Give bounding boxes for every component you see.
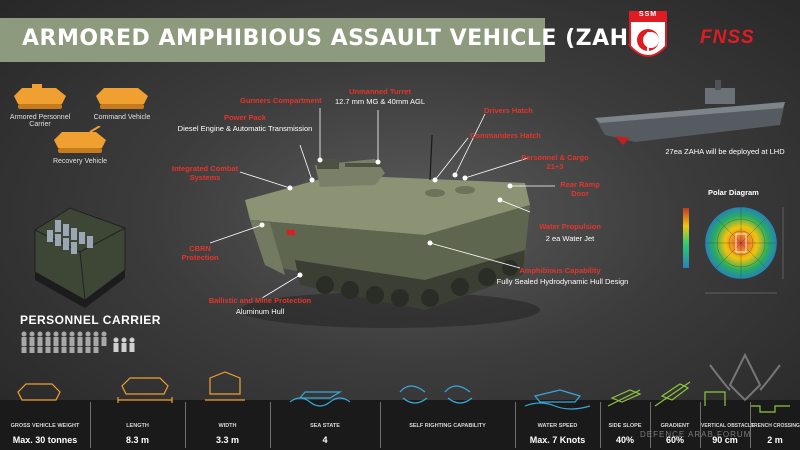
spec-value-side-slope: 40% <box>615 435 634 445</box>
command-variant-icon <box>96 88 148 109</box>
callout-drivers-hatch: Drivers Hatch <box>484 106 533 115</box>
spec-divider <box>270 402 271 448</box>
zaha-vehicle-illustration <box>240 135 540 328</box>
personnel-icons <box>21 331 135 353</box>
spec-icons-row <box>17 371 790 413</box>
apc-variant-icon <box>14 84 66 109</box>
spec-divider <box>185 402 186 448</box>
callout-rear-ramp: Rear Ramp <box>560 180 600 189</box>
lhd-ship-illustration <box>595 80 785 145</box>
spec-head-trench-crossing: TRENCH CROSSING <box>751 423 800 429</box>
spec-value-gradient: 60% <box>665 435 684 445</box>
spec-head-length: LENGTH <box>126 423 149 429</box>
ship-caption: 27ea ZAHA will be deployed at LHD <box>665 147 785 156</box>
spec-divider <box>90 402 91 448</box>
callout-personnel-cargo-2: 21+3 <box>546 162 564 171</box>
spec-divider <box>515 402 516 448</box>
spec-head-gradient: GRADIENT <box>660 423 690 429</box>
callout-integrated-combat: Integrated Combat <box>171 164 239 173</box>
watermark-emblem <box>709 352 781 402</box>
callout-gunners-compartment: Gunners Compartment <box>240 96 322 105</box>
ssm-logo <box>629 11 667 57</box>
polar-diagram <box>683 206 784 294</box>
watermark-text: DEFENCE ARAB FORUM <box>640 430 752 439</box>
spec-head-weight: GROSS VEHICLE WEIGHT <box>10 423 80 429</box>
callout-ballistic: Ballistic and Mine Protection <box>208 296 312 305</box>
callout-water-propulsion: Water Propulsion <box>539 222 601 231</box>
ssm-logo-text: SSM <box>638 11 658 18</box>
spec-divider <box>650 402 651 448</box>
callout-unmanned-turret-detail: 12.7 mm MG & 40mm AGL <box>334 97 426 106</box>
spec-value-weight: Max. 30 tonnes <box>12 435 78 445</box>
spec-value-sea-state: 4 <box>322 435 328 445</box>
page-title: ARMORED AMPHIBIOUS ASSAULT VEHICLE (ZAHA… <box>22 26 657 51</box>
callout-ballistic-detail: Aluminum Hull <box>235 307 285 316</box>
polar-diagram-title: Polar Diagram <box>708 188 759 197</box>
variant-label-recovery: Recovery Vehicle <box>52 158 108 165</box>
recovery-variant-icon <box>54 126 106 153</box>
spec-head-self-righting: SELF RIGHTING CAPABILITY <box>409 423 486 429</box>
callout-water-propulsion-detail: 2 ea Water Jet <box>545 234 595 243</box>
spec-divider <box>380 402 381 448</box>
spec-head-side-slope: SIDE SLOPE <box>608 423 642 429</box>
spec-strip <box>0 400 800 450</box>
spec-head-sea-state: SEA STATE <box>310 423 340 429</box>
spec-head-width: WIDTH <box>218 423 237 429</box>
spec-value-width: 3.3 m <box>215 435 239 445</box>
callout-unmanned-turret: Unmanned Turret <box>349 87 411 96</box>
callout-commanders-hatch: Commanders Hatch <box>470 131 541 140</box>
callout-cbrn-2: Protection <box>181 253 219 262</box>
spec-head-vertical-obstacle: VERTICAL OBSTACLE <box>701 423 755 429</box>
cutaway-vehicle-illustration <box>34 207 126 308</box>
callout-cbrn: CBRN <box>189 244 211 253</box>
callout-power-pack-detail: Diesel Engine & Automatic Transmission <box>177 124 313 133</box>
spec-divider <box>750 402 751 448</box>
spec-value-water-speed: Max. 7 Knots <box>529 435 586 445</box>
spec-divider <box>600 402 601 448</box>
callout-integrated-combat-2: Systems <box>189 173 221 182</box>
callout-power-pack: Power Pack <box>223 113 267 122</box>
variant-label-command: Command Vehicle <box>93 114 151 121</box>
spec-head-water-speed: WATER SPEED <box>537 423 578 429</box>
callout-amphibious-detail: Fully Sealed Hydrodynamic Hull Design <box>496 277 629 286</box>
callout-personnel-cargo: Personnel & Cargo <box>521 153 589 162</box>
spec-value-length: 8.3 m <box>125 435 149 445</box>
spec-divider <box>700 402 701 448</box>
variant-label-apc: Armored Personnel Carrier <box>9 114 71 128</box>
spec-value-trench-crossing: 2 m <box>767 435 783 445</box>
title-banner <box>0 18 545 62</box>
personnel-carrier-title: PERSONNEL CARRIER <box>20 313 161 327</box>
fnss-logo: FNSS <box>700 27 755 48</box>
spec-value-vertical-obstacle: 90 cm <box>712 435 738 445</box>
callout-rear-ramp-2: Door <box>571 189 589 198</box>
callout-amphibious: Amphibious Capability <box>519 266 601 275</box>
